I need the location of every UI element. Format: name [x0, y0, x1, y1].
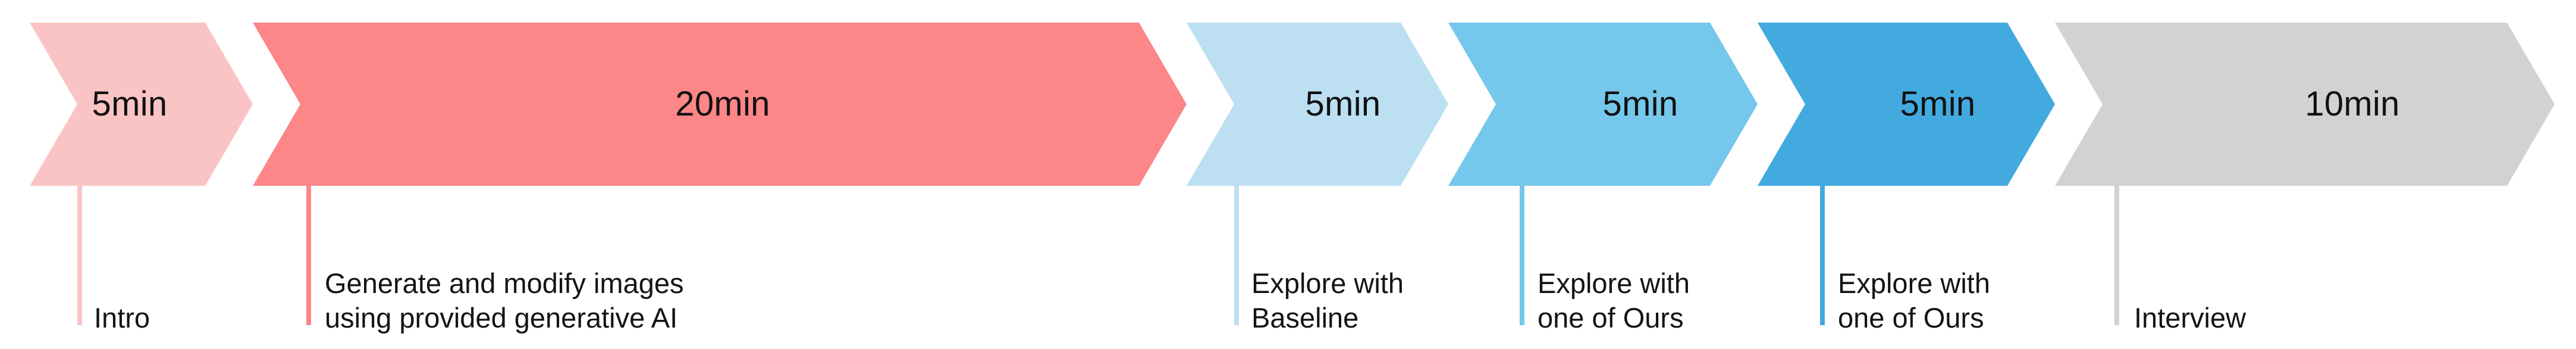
chevron-explore-ours-1 [1448, 23, 1758, 186]
chevron-intro [30, 23, 253, 186]
phase-caption-explore-ours-2: Explore with one of Ours [1838, 267, 1990, 334]
phase-caption-explore-baseline: Explore with Baseline [1251, 267, 1404, 334]
duration-label-intro: 5min [92, 85, 168, 123]
phase-caption-interview: Interview [2134, 301, 2246, 334]
chevron-generate-modify [253, 23, 1187, 186]
connector-stem-interview [2114, 186, 2119, 325]
phase-caption-generate-modify: Generate and modify images using provide… [325, 267, 684, 334]
chevron-explore-baseline [1187, 23, 1448, 186]
phase-caption-explore-ours-1: Explore with one of Ours [1538, 267, 1690, 334]
duration-label-explore-baseline: 5min [1305, 85, 1381, 123]
connector-stem-explore-ours-2 [1820, 186, 1825, 325]
connector-stem-explore-ours-1 [1520, 186, 1524, 325]
connector-stem-generate-modify [306, 186, 311, 325]
connector-stem-intro [77, 186, 82, 325]
chevron-shapes [30, 23, 2555, 186]
connector-stem-explore-baseline [1234, 186, 1239, 325]
duration-label-interview: 10min [2305, 85, 2400, 123]
chevron-explore-ours-2 [1758, 23, 2055, 186]
duration-label-explore-ours-2: 5min [1900, 85, 1976, 123]
chevron-interview [2055, 23, 2555, 186]
phase-caption-intro: Intro [94, 301, 150, 334]
chevron-band [30, 23, 2555, 186]
duration-label-generate-modify: 20min [675, 85, 770, 123]
duration-label-explore-ours-1: 5min [1602, 85, 1678, 123]
